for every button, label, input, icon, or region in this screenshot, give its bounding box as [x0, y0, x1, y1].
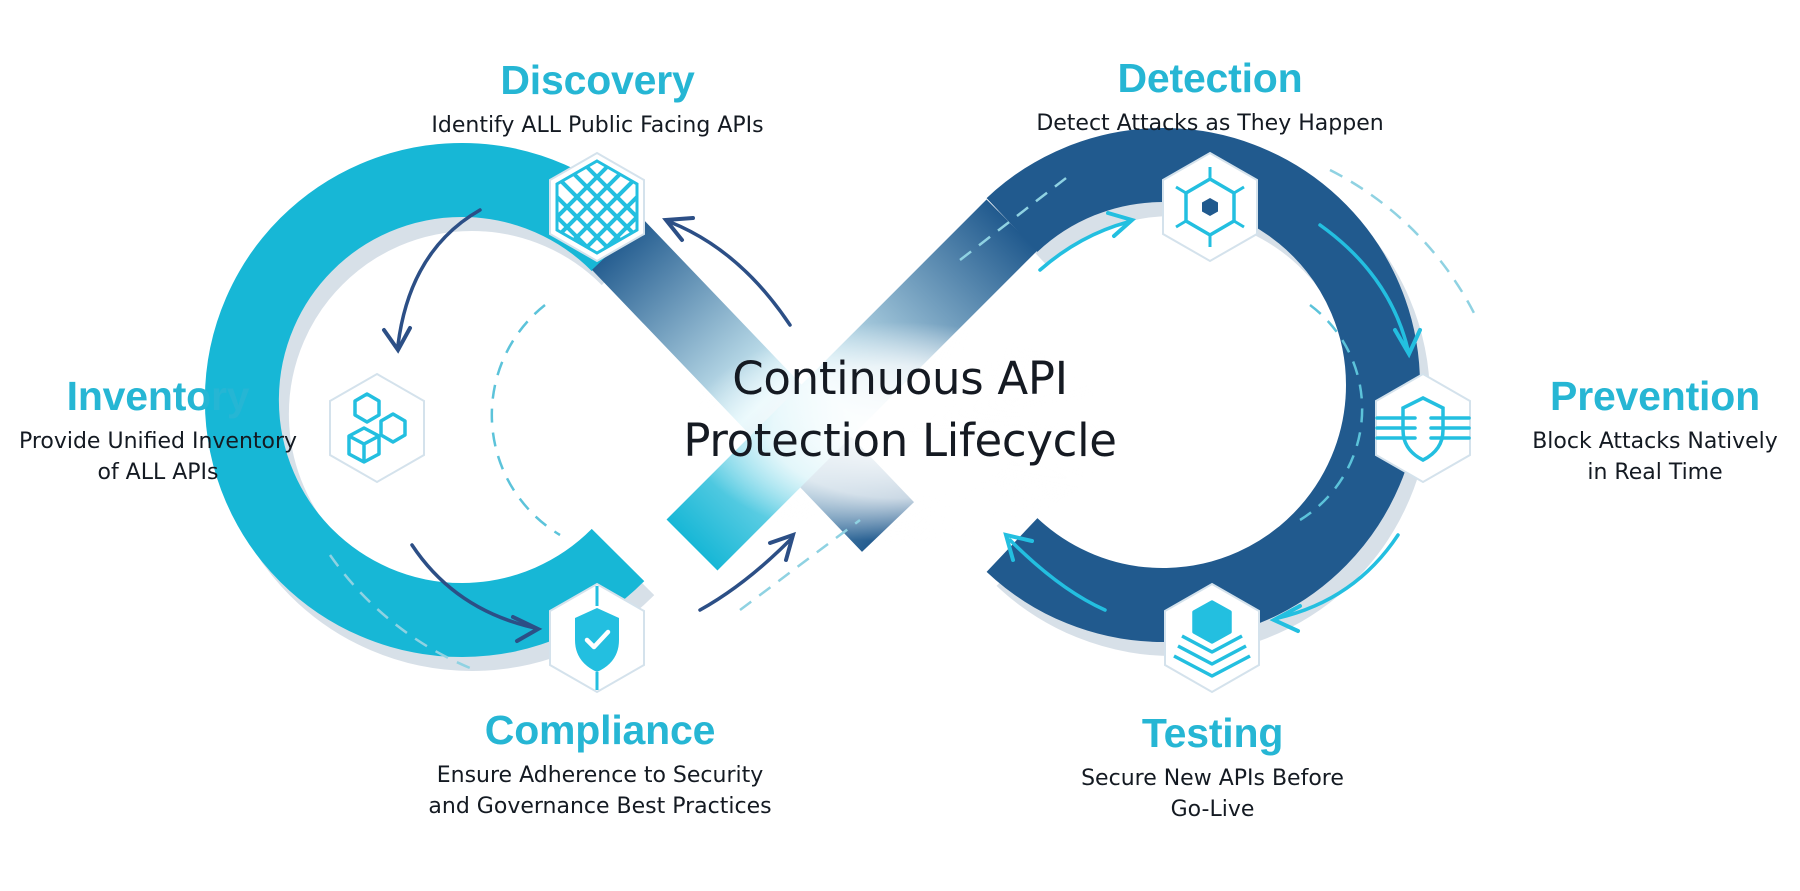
arrow-crossing-to-discovery [668, 220, 792, 327]
hex-node-discovery [549, 151, 645, 263]
label-prevention: Prevention Block Attacks Natively in Rea… [1515, 372, 1795, 488]
diagram-title: Continuous API Protection Lifecycle [560, 348, 1240, 472]
arrow-inventory-to-compliance [410, 543, 537, 630]
stage-title-detection: Detection [1117, 55, 1303, 101]
arrow-compliance-to-crossing [698, 538, 792, 612]
label-discovery: Discovery Identify ALL Public Facing API… [400, 56, 795, 141]
arrow-detection-to-prevention [1318, 223, 1410, 352]
diagram-title-line1: Continuous API [732, 352, 1068, 405]
stage-title-inventory: Inventory [66, 373, 250, 419]
stage-desc-testing-line2: Go-Live [1170, 797, 1255, 822]
stage-title-prevention: Prevention [1550, 373, 1760, 419]
stage-desc-compliance-line2: and Governance Best Practices [428, 794, 772, 819]
stage-desc-compliance-line1: Ensure Adherence to Security [436, 763, 764, 788]
center-glow [688, 322, 1108, 542]
cubes-icon [347, 392, 407, 464]
stage-desc-testing: Secure New APIs Before Go-Live [1030, 763, 1395, 825]
left-loop-band [204, 143, 645, 657]
hex-node-prevention [1375, 372, 1471, 484]
stage-desc-discovery: Identify ALL Public Facing APIs [431, 113, 764, 138]
right-loop-band [986, 128, 1420, 642]
stage-title-compliance: Compliance [484, 707, 716, 753]
stage-desc-prevention: Block Attacks Natively in Real Time [1515, 426, 1795, 488]
shield-lines-icon [1375, 396, 1471, 462]
stage-desc-inventory: Provide Unified Inventory of ALL APIs [8, 426, 308, 488]
label-testing: Testing Secure New APIs Before Go-Live [1030, 709, 1395, 825]
stage-desc-compliance: Ensure Adherence to Security and Governa… [400, 760, 800, 822]
arrow-discovery-to-inventory [396, 208, 482, 347]
label-compliance: Compliance Ensure Adherence to Security … [400, 706, 800, 822]
stage-desc-detection: Detect Attacks as They Happen [1036, 111, 1384, 136]
target-hexagon-icon [1175, 167, 1245, 247]
shield-check-icon [575, 586, 619, 690]
flow-arrows [382, 208, 1422, 643]
stage-desc-testing-line1: Secure New APIs Before [1081, 766, 1344, 791]
label-detection: Detection Detect Attacks as They Happen [1010, 54, 1410, 139]
outer-dashed-arcs [328, 168, 1477, 672]
hex-node-inventory [329, 372, 425, 484]
hex-node-testing [1164, 582, 1260, 694]
stage-desc-inventory-line1: Provide Unified Inventory [18, 429, 298, 454]
grid-mesh-icon [555, 159, 639, 255]
stage-desc-prevention-line2: in Real Time [1587, 460, 1723, 485]
inner-dashed-arcs [490, 303, 1364, 537]
hex-node-compliance [549, 582, 645, 694]
layered-stack-icon [1173, 600, 1251, 678]
arrow-testing-to-crossing [1008, 538, 1107, 612]
stage-desc-prevention-line1: Block Attacks Natively [1532, 429, 1778, 454]
arrow-prevention-to-testing [1276, 533, 1400, 620]
hex-node-detection [1162, 151, 1258, 263]
arrow-crossing-to-detection [1038, 220, 1130, 272]
stage-title-testing: Testing [1141, 710, 1284, 756]
stage-title-discovery: Discovery [500, 57, 695, 103]
stage-desc-inventory-line2: of ALL APIs [97, 460, 219, 485]
diagram-title-line2: Protection Lifecycle [683, 414, 1117, 467]
label-inventory: Inventory Provide Unified Inventory of A… [8, 372, 308, 488]
